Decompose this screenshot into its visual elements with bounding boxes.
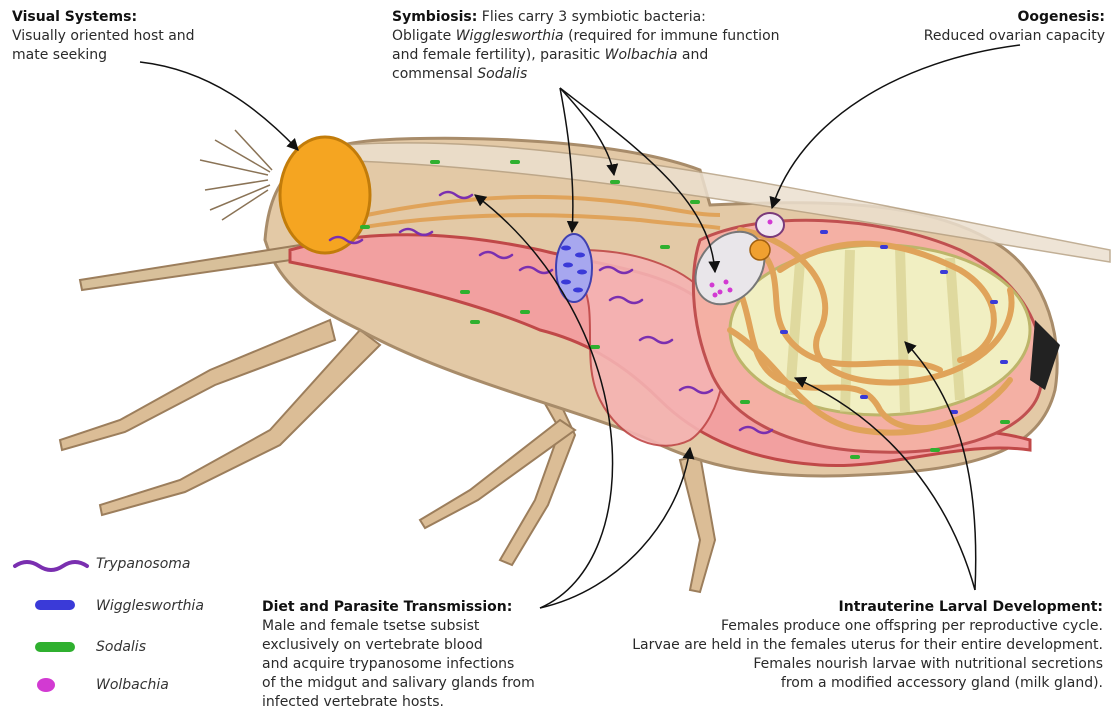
legend-label-wigglesworthia: Wigglesworthia — [96, 598, 204, 614]
larval-line: from a modified accessory gland (milk gl… — [560, 674, 1103, 693]
legend-label-wolbachia: Wolbachia — [96, 677, 169, 693]
oogenesis-callout: Oogenesis: Reduced ovarian capacity — [850, 8, 1105, 46]
sodalis-legend-icon — [35, 642, 75, 652]
visual-systems-line1: Visually oriented host and — [12, 27, 272, 46]
diet-callout: Diet and Parasite Transmission: Male and… — [262, 598, 562, 712]
legend-label-sodalis: Sodalis — [96, 639, 146, 655]
symbiosis-callout: Symbiosis: Flies carry 3 symbiotic bacte… — [392, 8, 852, 84]
diet-line: Male and female tsetse subsist — [262, 617, 562, 636]
accessory-gland — [750, 240, 770, 260]
antenna-bristles — [200, 130, 272, 220]
symbiosis-wolbachia: Wolbachia — [605, 47, 678, 63]
bacteriome — [556, 234, 592, 302]
symbiosis-line3a: and female fertility), parasitic — [392, 47, 605, 63]
diet-line: and acquire trypanosome infections — [262, 655, 562, 674]
trypanosoma-legend-icon — [15, 562, 87, 570]
visual-systems-callout: Visual Systems: Visually oriented host a… — [12, 8, 272, 65]
visual-systems-line2: mate seeking — [12, 46, 272, 65]
symbiosis-line4a: commensal — [392, 66, 477, 82]
larval-title: Intrauterine Larval Development: — [839, 599, 1103, 615]
compound-eye — [280, 137, 370, 253]
legend-icons — [15, 562, 87, 692]
larval-line: Females nourish larvae with nutritional … — [560, 655, 1103, 674]
oogenesis-title: Oogenesis: — [1017, 9, 1105, 25]
wolbachia-legend-icon — [37, 678, 55, 692]
wigglesworthia-legend-icon — [35, 600, 75, 610]
diet-line: infected vertebrate hosts. — [262, 693, 562, 712]
symbiosis-sodalis: Sodalis — [477, 66, 527, 82]
legend-label-trypanosoma: Trypanosoma — [96, 556, 191, 572]
larval-line: Females produce one offspring per reprod… — [560, 617, 1103, 636]
symbiosis-intro: Flies carry 3 symbiotic bacteria: — [477, 9, 706, 25]
symbiosis-line2c: (required for immune function — [564, 28, 780, 44]
symbiosis-wigglesworthia: Wigglesworthia — [456, 28, 564, 44]
oogenesis-line1: Reduced ovarian capacity — [850, 27, 1105, 46]
symbiosis-line3c: and — [677, 47, 708, 63]
diet-title: Diet and Parasite Transmission: — [262, 599, 512, 615]
proboscis — [80, 245, 305, 290]
visual-systems-title: Visual Systems: — [12, 9, 137, 25]
diet-line: exclusively on vertebrate blood — [262, 636, 562, 655]
larval-line: Larvae are held in the females uterus fo… — [560, 636, 1103, 655]
symbiosis-title: Symbiosis: — [392, 9, 477, 25]
ovary-small — [756, 213, 784, 237]
diet-line: of the midgut and salivary glands from — [262, 674, 562, 693]
larval-callout: Intrauterine Larval Development: Females… — [560, 598, 1103, 693]
symbiosis-line2a: Obligate — [392, 28, 456, 44]
